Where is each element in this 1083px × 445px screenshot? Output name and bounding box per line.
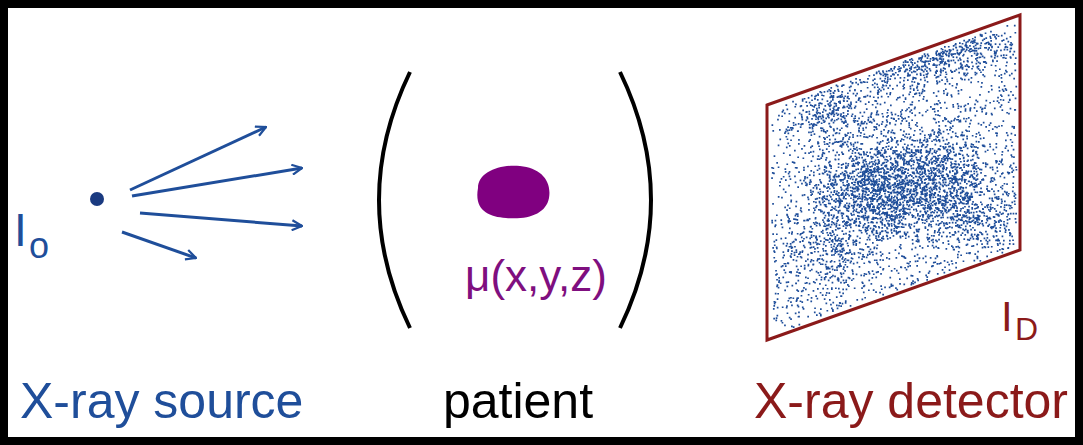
attenuating-object <box>477 166 549 219</box>
x-ray-beam <box>122 232 196 258</box>
intensity-symbol: I <box>1001 296 1013 338</box>
detector-speckle <box>771 25 1017 328</box>
subscript: D <box>1015 313 1038 345</box>
x-ray-beam <box>130 127 266 190</box>
x-ray-beams <box>122 127 302 258</box>
detector-image <box>771 25 1017 328</box>
x-ray-beam <box>132 168 302 196</box>
detector-plane <box>767 15 1020 340</box>
x-ray-beam <box>140 213 302 226</box>
patient-bracket <box>620 72 651 328</box>
part-name: X-ray source <box>20 376 303 426</box>
intensity-symbol: I <box>14 207 27 253</box>
patient-bracket <box>379 72 410 328</box>
subscript: o <box>29 228 49 264</box>
part-name: X-ray detector <box>754 376 1068 426</box>
source-point <box>90 192 104 206</box>
part-name: patient <box>443 376 593 426</box>
attenuation-label: μ(x,y,z) <box>465 254 607 298</box>
